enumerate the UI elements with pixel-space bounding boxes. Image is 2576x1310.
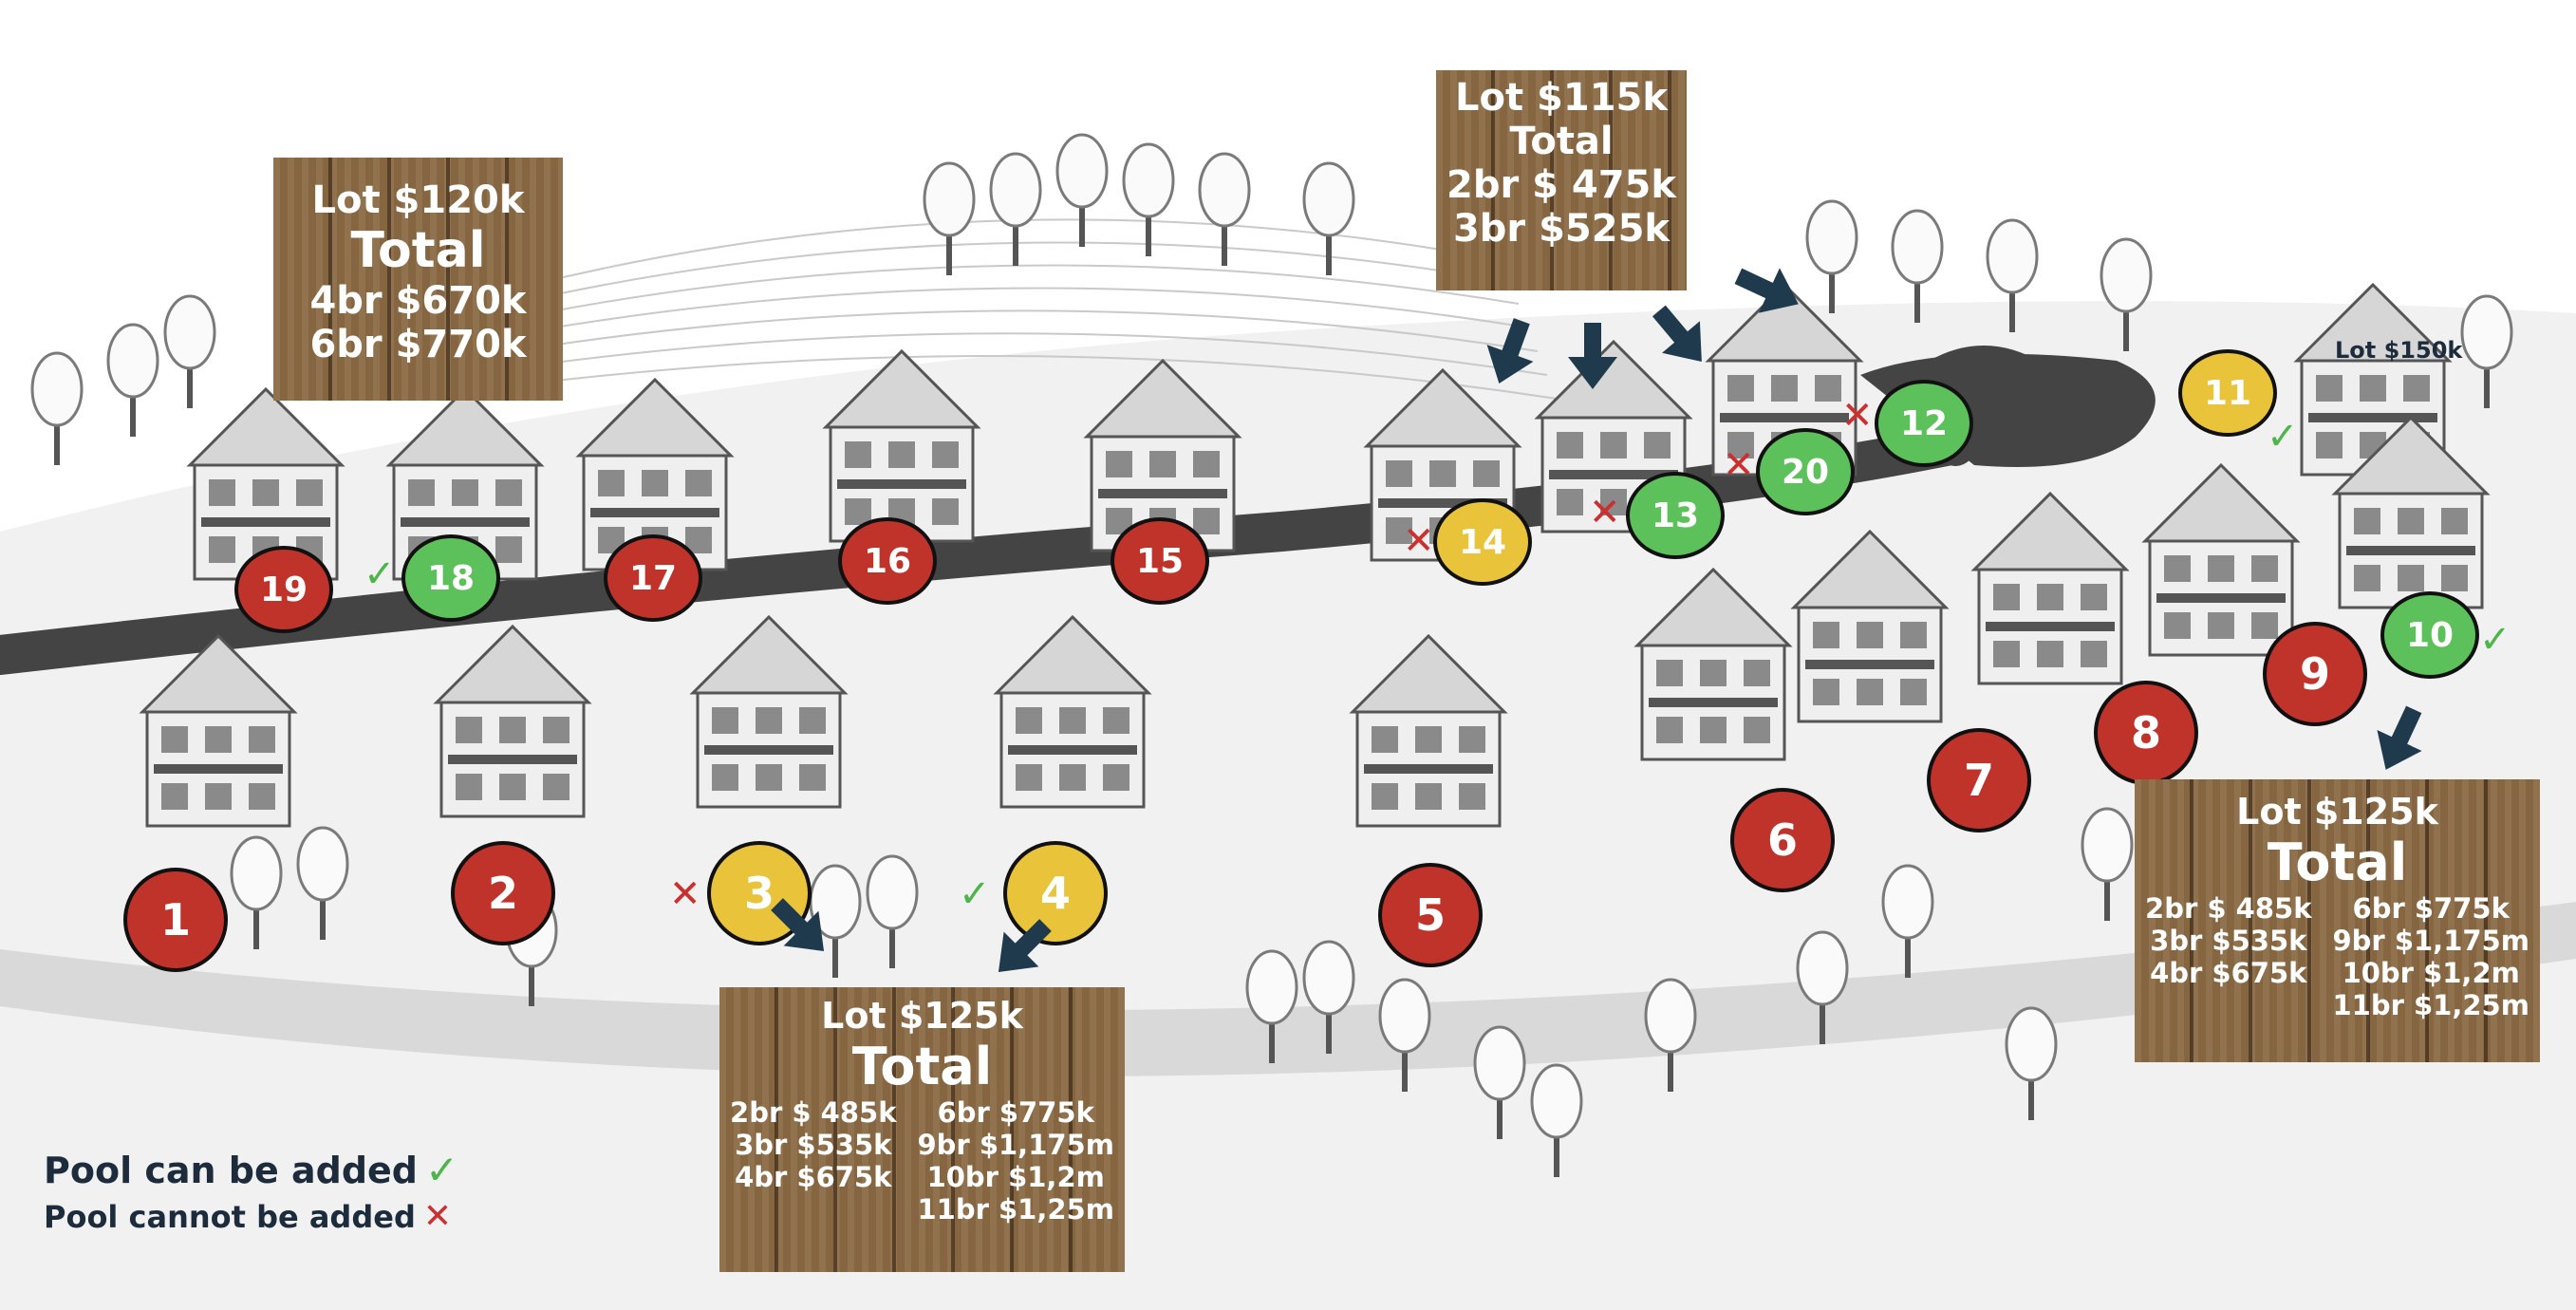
- price-line: 6br $775k: [937, 1096, 1094, 1129]
- lot-number: 7: [1963, 755, 1994, 806]
- lot-number: 15: [1135, 541, 1185, 581]
- lot-marker-5[interactable]: 5: [1378, 863, 1483, 967]
- pool-allowed-icon: ✓: [2479, 618, 2511, 662]
- price-columns: 2br $ 485k 3br $535k 4br $675k 6br $775k…: [2135, 892, 2540, 1021]
- price-line: 11br $1,25m: [2332, 989, 2529, 1021]
- legend-pool-not-allowed: Pool cannot be added ✕: [44, 1197, 458, 1236]
- pool-allowed-icon: ✓: [364, 552, 396, 596]
- lot-marker-7[interactable]: 7: [1927, 728, 2031, 833]
- lot-marker-13[interactable]: 13: [1626, 472, 1725, 559]
- lot-number: 1: [159, 894, 191, 945]
- pool-not-allowed-icon: ✕: [1841, 394, 1874, 438]
- lot-marker-12[interactable]: 12: [1875, 380, 1973, 467]
- price-line: 11br $1,25m: [917, 1193, 1114, 1226]
- lot-marker-16[interactable]: 16: [838, 517, 937, 605]
- lot-marker-6[interactable]: 6: [1730, 788, 1835, 892]
- check-icon: ✓: [425, 1147, 459, 1193]
- lot-number: 10: [2405, 615, 2455, 655]
- legend-pool-allowed: Pool can be added ✓: [44, 1147, 458, 1193]
- price-line: 3br $535k: [735, 1129, 892, 1161]
- lot-number: 8: [2130, 707, 2161, 758]
- price-line: 2br $ 485k: [2145, 892, 2312, 925]
- price-line: 3br $525k: [1452, 207, 1671, 251]
- lot-marker-3[interactable]: 3: [707, 841, 812, 945]
- price-line: 2br $ 485k: [730, 1096, 897, 1129]
- price-line: 4br $675k: [2150, 957, 2307, 989]
- lot-marker-20[interactable]: 20: [1756, 428, 1855, 515]
- price-column-left: 2br $ 485k 3br $535k 4br $675k: [2145, 892, 2311, 1021]
- lot-price: Lot $150k: [2335, 337, 2463, 364]
- price-column-right: 6br $775k 9br $1,175m 10br $1,2m 11br $1…: [2332, 892, 2529, 1021]
- lot-number: 4: [1039, 868, 1071, 919]
- lot-number: 16: [863, 541, 912, 581]
- lot-number: 12: [1899, 403, 1949, 443]
- total-heading: Total: [851, 1037, 993, 1096]
- lot-number: 6: [1766, 814, 1798, 866]
- lot-number: 18: [426, 558, 476, 598]
- price-columns: 2br $ 485k 3br $535k 4br $675k 6br $775k…: [719, 1096, 1125, 1226]
- price-line: 10br $1,2m: [2342, 957, 2520, 989]
- total-heading: Total: [350, 222, 486, 279]
- lot-number: 20: [1781, 452, 1830, 492]
- lot-number: 5: [1414, 889, 1446, 941]
- legend-text: Pool cannot be added: [44, 1198, 416, 1235]
- lot-marker-17[interactable]: 17: [604, 534, 702, 622]
- lot-number: 19: [259, 570, 308, 609]
- lot-marker-18[interactable]: 18: [401, 534, 500, 622]
- lot-number: 9: [2299, 648, 2330, 700]
- pool-allowed-icon: ✓: [959, 872, 991, 916]
- cross-icon: ✕: [422, 1197, 453, 1236]
- lot-number: 3: [743, 868, 775, 919]
- lot-marker-10[interactable]: 10: [2380, 591, 2479, 679]
- hill-contours: [417, 218, 1558, 400]
- lower-ground-band: [0, 902, 2576, 1077]
- lot-marker-14[interactable]: 14: [1433, 498, 1532, 586]
- lot-marker-2[interactable]: 2: [451, 841, 555, 945]
- lot-marker-9[interactable]: 9: [2263, 622, 2367, 726]
- price-sign-bottom-right: Lot $125k Total 2br $ 485k 3br $535k 4br…: [2135, 779, 2540, 1062]
- price-line: 6br $775k: [2352, 892, 2510, 925]
- lot-price: Lot $120k: [311, 178, 525, 222]
- lot-price: Lot $125k: [821, 995, 1023, 1037]
- pool-not-allowed-icon: ✕: [669, 872, 701, 916]
- lot-marker-4[interactable]: 4: [1003, 841, 1108, 945]
- lot-number: 17: [628, 558, 678, 598]
- arrow-icon-to-lot-13: [1568, 323, 1617, 389]
- price-line: 3br $535k: [2150, 925, 2307, 957]
- lot-number: 14: [1458, 522, 1507, 562]
- pool-not-allowed-icon: ✕: [1723, 443, 1755, 487]
- price-line: 6br $770k: [309, 323, 527, 366]
- price-column-right: 6br $775k 9br $1,175m 10br $1,2m 11br $1…: [917, 1096, 1113, 1226]
- price-line: 4br $670k: [309, 279, 527, 323]
- lot-marker-1[interactable]: 1: [123, 868, 228, 972]
- price-line: 4br $675k: [735, 1161, 892, 1193]
- price-line: 2br $ 475k: [1447, 163, 1676, 207]
- lot-number: 13: [1651, 496, 1700, 535]
- price-sign-bottom-center: Lot $125k Total 2br $ 485k 3br $535k 4br…: [719, 987, 1125, 1272]
- lot-marker-19[interactable]: 19: [234, 546, 333, 633]
- price-sign-top-right: Lot $150k: [2335, 337, 2473, 384]
- pool-allowed-icon: ✓: [2267, 415, 2299, 458]
- pool-not-allowed-icon: ✕: [1403, 519, 1435, 563]
- pool-legend: Pool can be added ✓ Pool cannot be added…: [44, 1147, 458, 1236]
- lot-marker-11[interactable]: 11: [2178, 349, 2277, 437]
- price-line: 9br $1,175m: [2332, 925, 2529, 957]
- total-heading: Total: [1509, 120, 1614, 163]
- price-sign-top-center: Lot $115k Total 2br $ 475k 3br $525k: [1436, 70, 1687, 290]
- lot-marker-15[interactable]: 15: [1111, 517, 1209, 605]
- lot-marker-8[interactable]: 8: [2094, 681, 2198, 785]
- price-line: 10br $1,2m: [926, 1161, 1105, 1193]
- price-sign-top-left: Lot $120k Total 4br $670k 6br $770k: [273, 158, 563, 401]
- lot-price: Lot $115k: [1455, 76, 1668, 120]
- total-heading: Total: [2267, 833, 2408, 892]
- pool-not-allowed-icon: ✕: [1589, 491, 1621, 534]
- legend-text: Pool can be added: [44, 1149, 418, 1191]
- lot-number: 11: [2203, 373, 2252, 413]
- lot-number: 2: [487, 868, 518, 919]
- price-line: 9br $1,175m: [917, 1129, 1114, 1161]
- price-column-left: 2br $ 485k 3br $535k 4br $675k: [730, 1096, 896, 1226]
- lot-price: Lot $125k: [2236, 791, 2438, 833]
